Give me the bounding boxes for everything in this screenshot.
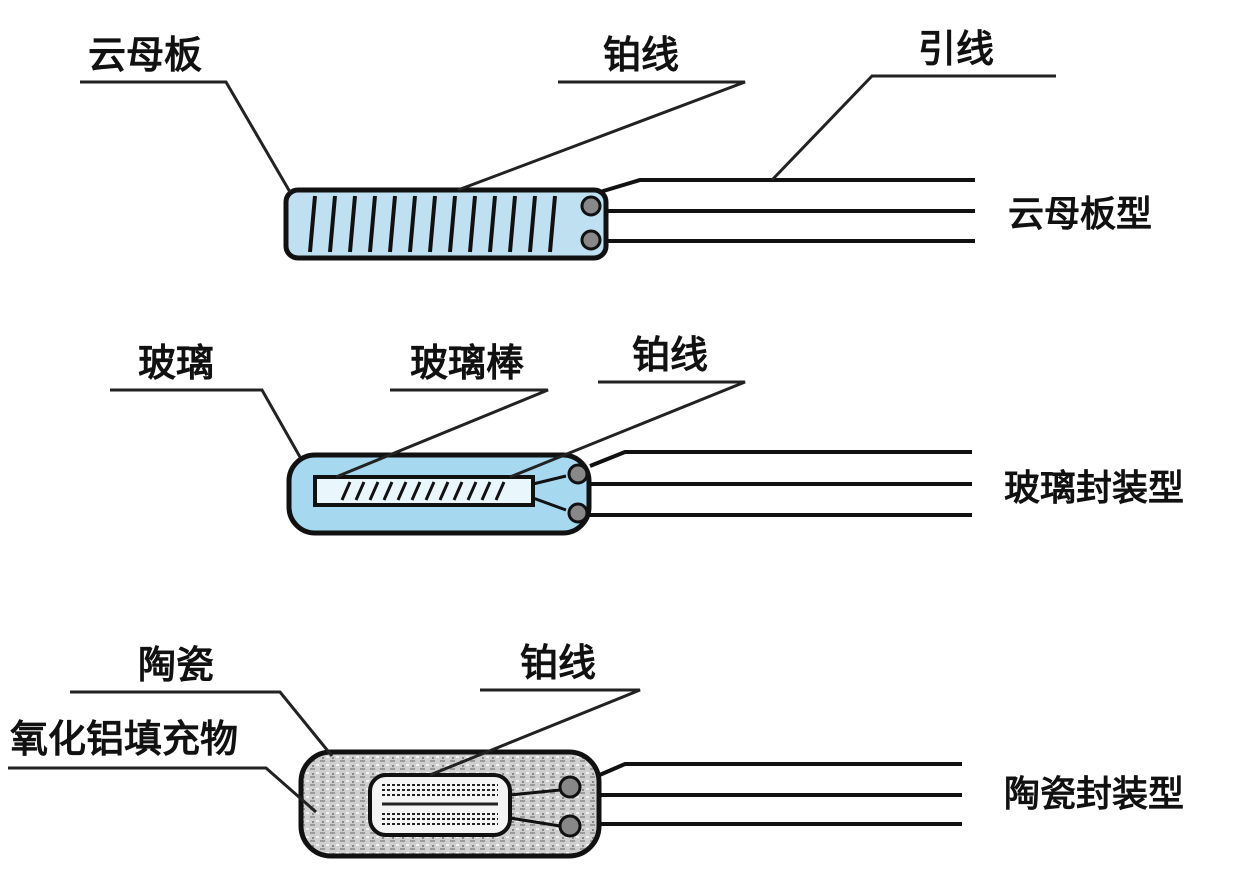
ceramic-type-label: 陶瓷封装型 bbox=[1004, 774, 1184, 815]
glass-rod-label: 玻璃棒 bbox=[410, 341, 525, 385]
ceramic-inner-leads bbox=[509, 788, 561, 828]
mica-lead-leader bbox=[770, 74, 1056, 182]
mica-plate-sensor: 云母板 铂线 引线 云母板型 bbox=[80, 27, 1152, 261]
mica-platinum-wire-label: 铂线 bbox=[603, 33, 679, 77]
glass-label: 玻璃 bbox=[138, 341, 214, 385]
ceramic-platinum-coil bbox=[382, 784, 498, 825]
ceramic-platinum-wire-label: 铂线 bbox=[520, 641, 596, 685]
glass-type-label: 玻璃封装型 bbox=[1004, 468, 1184, 509]
mica-wire-leader bbox=[457, 80, 746, 192]
mica-plate-label: 云母板 bbox=[88, 33, 202, 77]
glass-rod-leader bbox=[335, 388, 549, 479]
glass-inner-leads bbox=[532, 474, 567, 512]
glass-wire-leader bbox=[509, 380, 746, 479]
glass-rod bbox=[313, 475, 535, 507]
mica-platinum-coil bbox=[308, 195, 557, 253]
ceramic-wire-leader bbox=[429, 688, 641, 777]
mica-lead-wire-label: 引线 bbox=[918, 27, 994, 71]
glass-solder-joints bbox=[567, 463, 589, 524]
ceramic-solder-joints bbox=[558, 775, 582, 838]
ceramic-leader bbox=[70, 690, 334, 757]
ceramic-encapsulated-sensor: 陶瓷 氧化铝填充物 铂线 陶瓷封装型 bbox=[8, 641, 1184, 859]
glass-platinum-coil bbox=[340, 481, 506, 501]
mica-plate-leader bbox=[80, 80, 292, 193]
ceramic-label: 陶瓷 bbox=[138, 643, 214, 687]
glass-lead-wires bbox=[586, 450, 972, 517]
mica-plate-body bbox=[283, 187, 609, 261]
mica-lead-wires bbox=[592, 178, 975, 243]
glass-encapsulated-sensor: 玻璃 玻璃棒 铂线 玻璃封装型 bbox=[110, 333, 1184, 536]
mica-type-label: 云母板型 bbox=[1008, 194, 1152, 235]
alumina-filler-leader bbox=[8, 766, 317, 814]
alumina-filler-label: 氧化铝填充物 bbox=[10, 717, 238, 761]
ceramic-lead-wires bbox=[587, 762, 962, 826]
mica-solder-joints bbox=[580, 195, 602, 251]
glass-leader bbox=[110, 388, 302, 458]
glass-platinum-wire-label: 铂线 bbox=[632, 333, 708, 377]
